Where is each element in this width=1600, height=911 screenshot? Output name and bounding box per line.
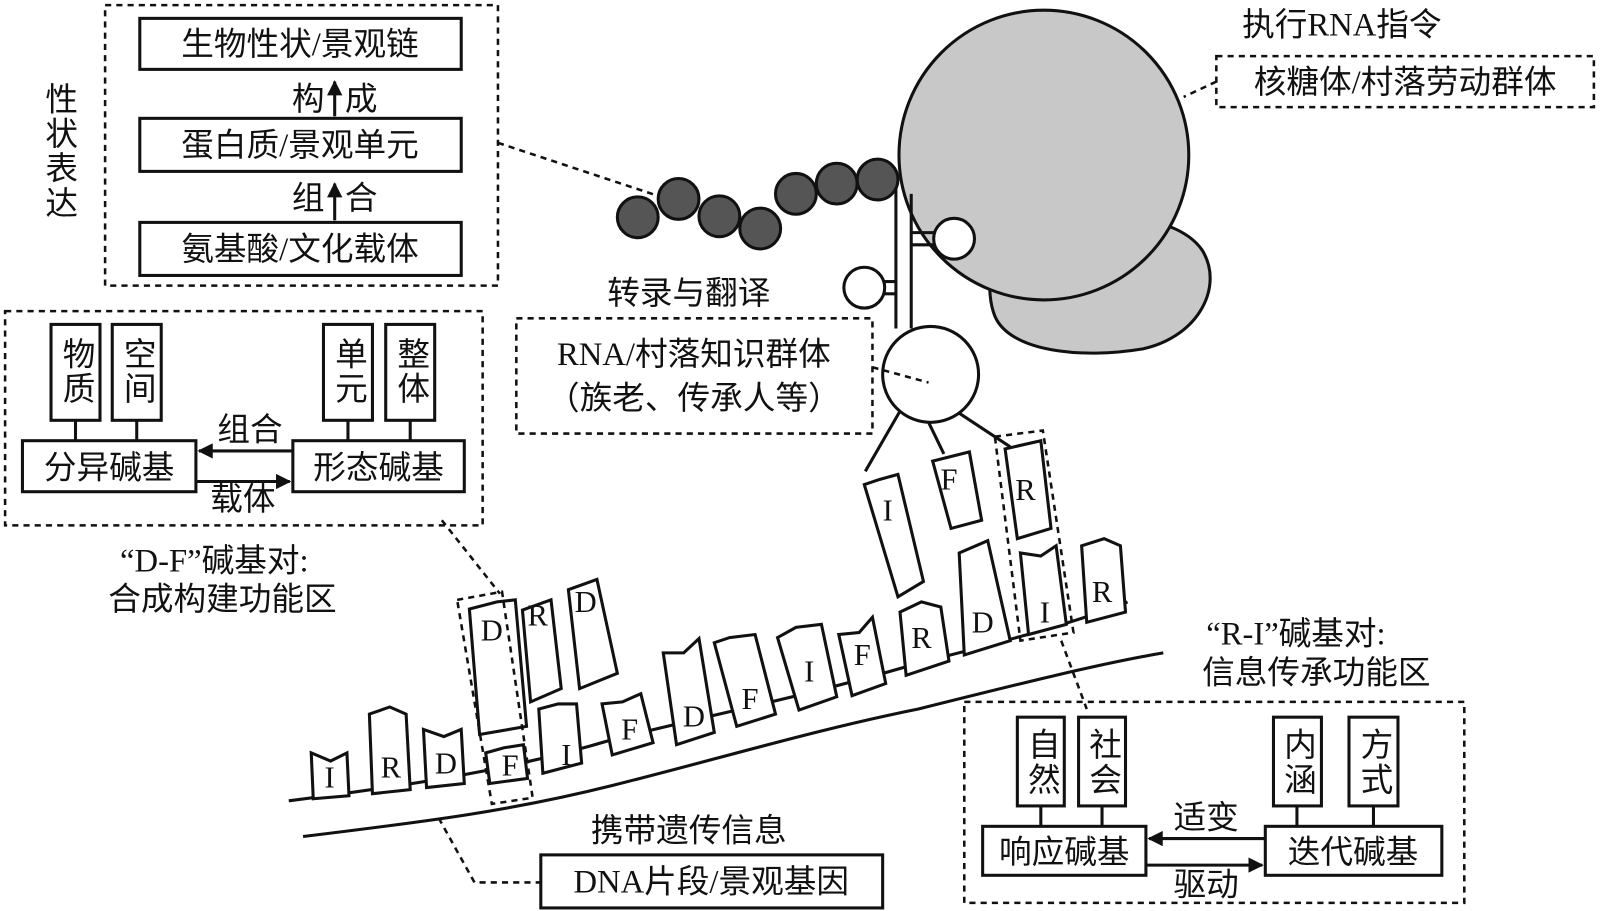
base: R: [520, 597, 563, 705]
ribosome-label: 核糖体/村落劳动群体: [1254, 64, 1557, 101]
ri-base-pair-panel: 自然 社会 内涵 方式 响应碱基 迭代碱基 适变 驱动: [963, 700, 1466, 905]
dna-label: DNA片段/景观基因: [573, 864, 849, 901]
link-label: 组: [292, 180, 325, 217]
arrow-label: 驱动: [1173, 868, 1238, 904]
base-letter: D: [683, 699, 705, 733]
base: I: [775, 622, 839, 713]
link-label: 成: [345, 81, 378, 118]
amino-box: [138, 220, 463, 277]
base-letter: R: [1092, 575, 1113, 609]
base: I: [862, 472, 926, 600]
ri-caption: 信息传承功能区: [1202, 655, 1430, 692]
df-caption: “D-F”碱基对:: [120, 542, 309, 579]
arrow-label: 载体: [210, 481, 275, 518]
rna-sublabel: （族老、传承人等）: [547, 380, 841, 417]
amino-text: 氨基酸/文化载体: [181, 231, 418, 268]
base: R: [367, 705, 412, 796]
base-letter: F: [741, 682, 758, 716]
base: R: [1080, 537, 1128, 625]
base-letter: D: [435, 746, 457, 780]
base: D: [661, 635, 717, 747]
df-pair-highlight: [455, 590, 535, 806]
base-letter: D: [575, 585, 597, 619]
dna-strand-lower: [302, 651, 1164, 839]
protein-text: 蛋白质/景观单元: [181, 127, 418, 164]
arrow-label: 组合: [217, 412, 282, 449]
base-letter: F: [502, 748, 519, 782]
leader-line: [497, 141, 674, 203]
trna-structure: [842, 188, 1012, 473]
base-letter: F: [940, 463, 957, 497]
protein-box: [138, 116, 463, 173]
base-letter: I: [1040, 595, 1050, 629]
amino-acid-chain: [615, 157, 900, 251]
base-letter: R: [1015, 473, 1036, 507]
trait-box: [138, 16, 463, 71]
base: F: [836, 613, 888, 698]
trait-expression-panel: 性状表达 生物性状/景观链 构 成 蛋白质/景观单元 组 合 氨基酸/文化载体: [40, 3, 500, 287]
link-label: 合: [345, 180, 378, 217]
base: I: [309, 750, 351, 801]
tag-society: 社会: [1084, 727, 1121, 797]
base: D: [566, 577, 620, 691]
base: I: [1018, 543, 1069, 637]
base-letter: D: [972, 606, 994, 640]
base-letter: D: [481, 614, 503, 648]
trait-expression-label: 性状表达: [40, 81, 77, 220]
base-letter: R: [911, 621, 932, 655]
base-letter: I: [561, 738, 571, 772]
rna-label: RNA/村落知识群体: [557, 336, 831, 373]
tag-connotation: 内涵: [1279, 727, 1315, 797]
base-letter: R: [381, 750, 402, 784]
ri-pair-highlight: [993, 429, 1075, 643]
link-label: 构: [292, 81, 325, 118]
base: R: [1003, 438, 1053, 541]
base: D: [467, 598, 529, 737]
iteration-base: 迭代碱基: [1288, 834, 1419, 871]
base: F: [600, 691, 655, 757]
response-base: 响应碱基: [999, 834, 1130, 871]
base: D: [957, 538, 1013, 657]
base: D: [421, 727, 466, 790]
trait-text: 生物性状/景观链: [181, 26, 418, 63]
df-caption: 合成构建功能区: [108, 581, 336, 618]
base-letter: I: [324, 761, 334, 795]
ri-caption: “R-I”碱基对:: [1206, 616, 1385, 653]
dna-bases: I R D F D R D I F D F I F R D I R I F R: [309, 438, 1128, 801]
base-letter: I: [883, 493, 893, 527]
tag-mode: 方式: [1355, 727, 1391, 797]
base: F: [484, 742, 530, 786]
dna-caption: 携带遗传信息: [591, 813, 787, 850]
tag-material: 物质: [58, 336, 95, 406]
tag-nature: 自然: [1023, 727, 1059, 797]
process-label: 转录与翻译: [607, 275, 770, 312]
tag-unit: 单元: [330, 337, 366, 406]
base: F: [930, 450, 984, 531]
tag-whole: 整体: [392, 336, 429, 406]
ribosome-title: 执行RNA指令: [1242, 7, 1441, 44]
base-letter: F: [854, 638, 871, 672]
base: R: [898, 600, 951, 678]
base-letter: F: [621, 713, 638, 747]
arrow-label: 适变: [1173, 799, 1238, 836]
morphology-base: 形态碱基: [313, 449, 444, 486]
base: F: [712, 632, 778, 729]
base-letter: I: [804, 654, 814, 688]
base: I: [537, 702, 584, 776]
tag-space: 空间: [119, 336, 155, 406]
df-base-pair-panel: 物质 空间 单元 整体 分异碱基 形态碱基 组合 载体: [3, 309, 484, 527]
differentiation-base: 分异碱基: [44, 449, 175, 486]
base-letter: R: [528, 598, 549, 632]
